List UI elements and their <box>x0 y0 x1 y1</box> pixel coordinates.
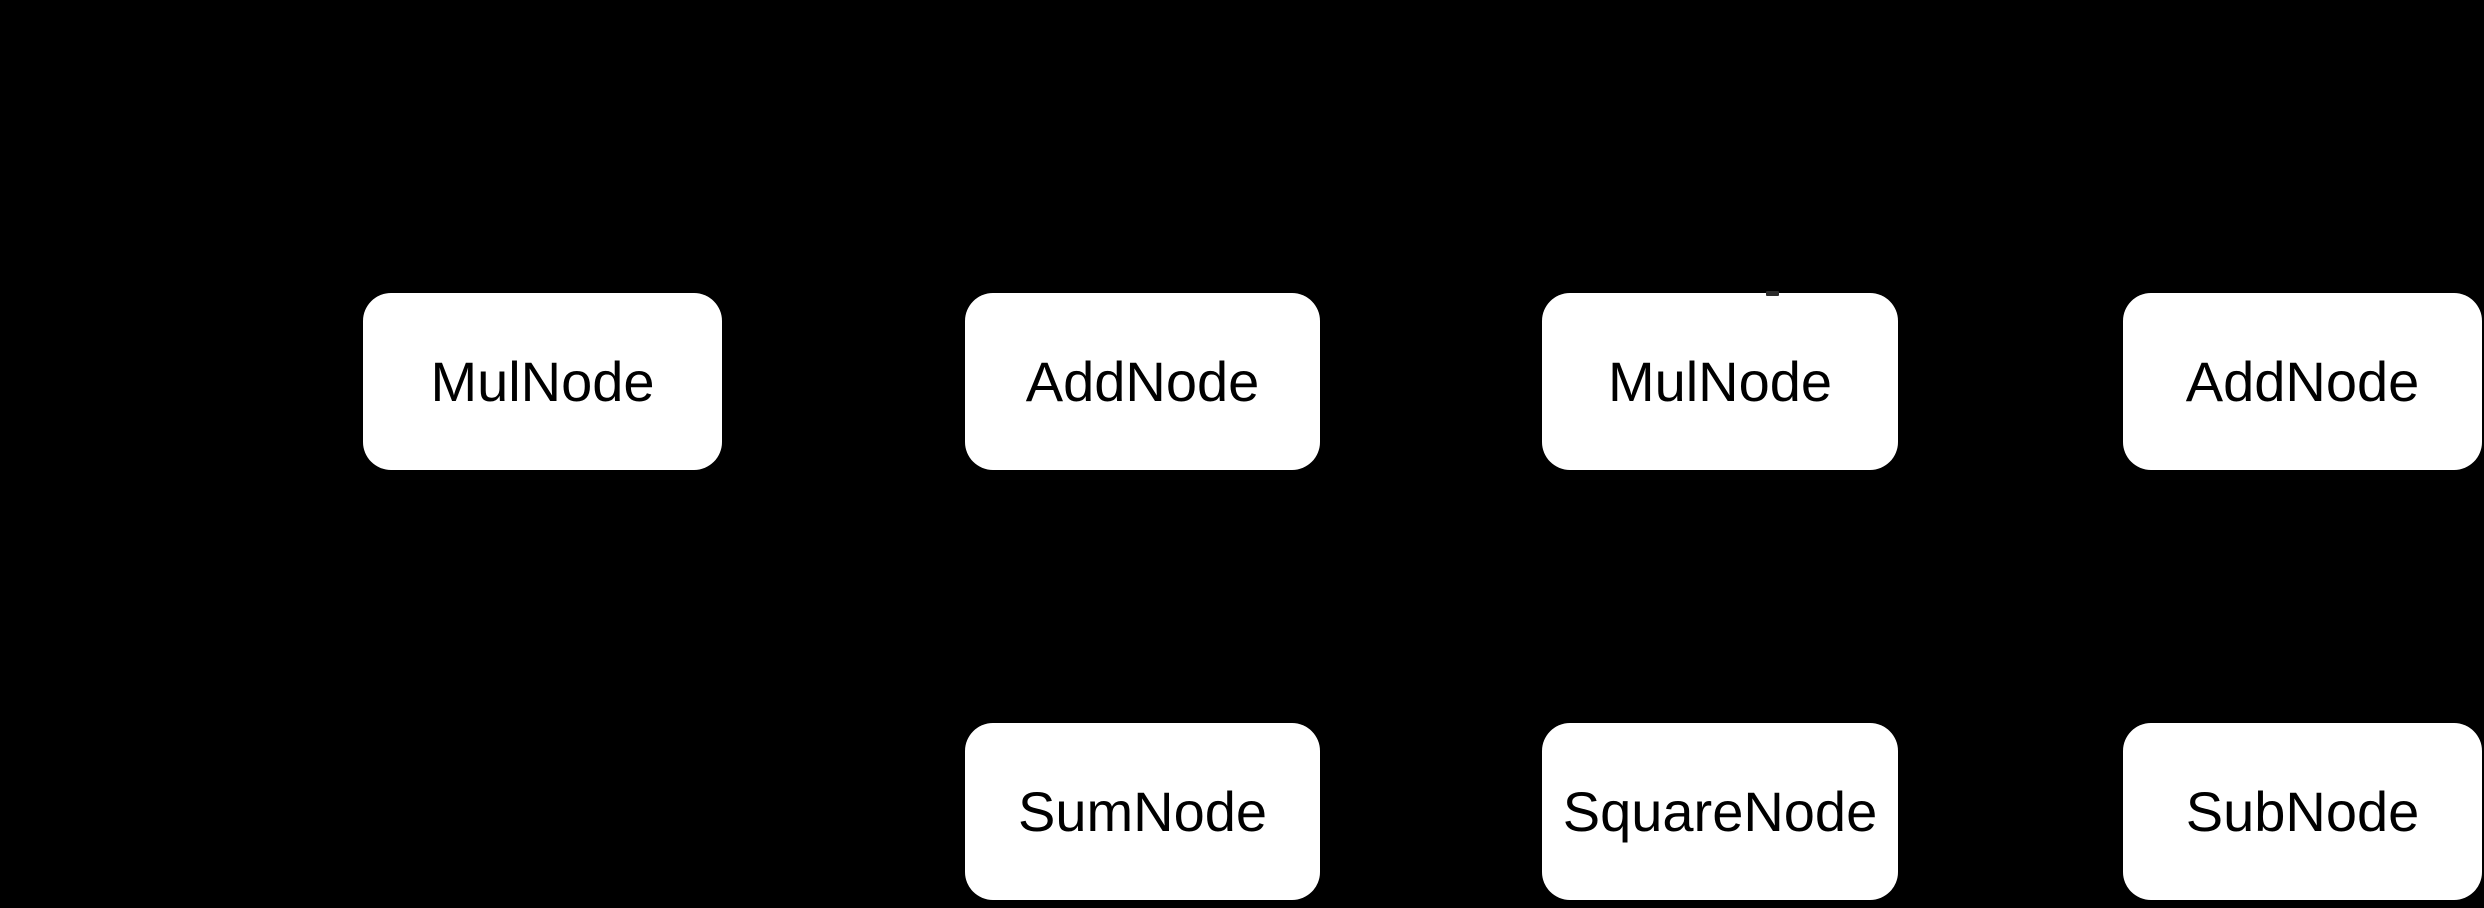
node-label: SquareNode <box>1562 779 1878 843</box>
node-label: MulNode <box>430 349 655 413</box>
graph-node-sumnode[interactable]: SumNode <box>965 723 1320 900</box>
graph-node-addnode-1[interactable]: AddNode <box>965 293 1320 470</box>
graph-node-squarenode[interactable]: SquareNode <box>1542 723 1898 900</box>
node-label: SubNode <box>2185 779 2420 843</box>
node-label: MulNode <box>1607 349 1833 413</box>
graph-node-mulnode-1[interactable]: MulNode <box>363 293 722 470</box>
node-label: SumNode <box>1017 779 1268 843</box>
node-label: AddNode <box>2185 349 2420 413</box>
graph-node-mulnode-2[interactable]: MulNode <box>1542 293 1898 470</box>
graph-node-subnode[interactable]: SubNode <box>2123 723 2482 900</box>
node-label: AddNode <box>1025 349 1260 413</box>
graph-node-addnode-2[interactable]: AddNode <box>2123 293 2482 470</box>
edge-connector-stub-icon <box>1766 291 1779 296</box>
